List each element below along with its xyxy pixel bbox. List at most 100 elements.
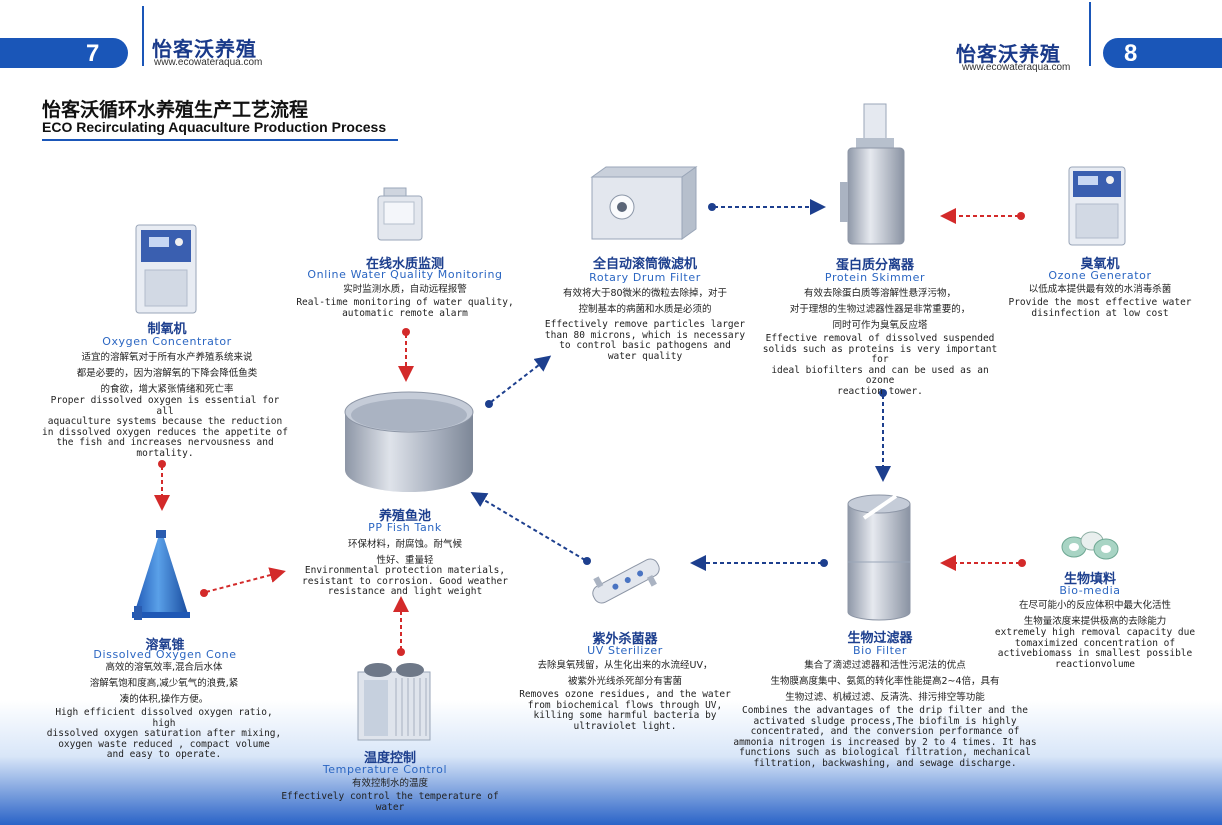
- desc-line: 性好、重量轻: [376, 555, 434, 566]
- brand-name-left: 怡客沃养殖: [152, 37, 257, 61]
- desc-line: resistance and light weight: [327, 586, 483, 597]
- desc-line: 对于理想的生物过滤器性器是非常重要的，: [789, 304, 971, 315]
- oxygen-cone-desc-en: High efficient dissolved oxygen ratio, h…: [44, 707, 284, 761]
- desc-line: 生物膜高度集中、氨氮的转化率性能提高2~4倍，具有: [770, 676, 1000, 687]
- desc-line: and easy to operate.: [106, 749, 222, 760]
- desc-line: Effectively remove particles larger: [544, 319, 746, 330]
- desc-line: Real-time monitoring of water quality,: [296, 297, 514, 308]
- desc-line: reactionvolume: [1054, 658, 1136, 670]
- desc-line: ammonia nitrogen is increased by 2 to 4 …: [733, 736, 1037, 748]
- desc-line: Removes ozone residues, and the water: [519, 689, 731, 700]
- oxygen-cone-icon: [132, 530, 190, 620]
- title-underline: [42, 139, 398, 141]
- desc-line: 在尽可能小的反应体积中最大化活性: [1018, 600, 1171, 611]
- monitor-device-icon: [377, 187, 423, 241]
- uv-desc-en: Removes ozone residues, and the water fr…: [510, 689, 740, 732]
- desc-line: 有效控制水的温度: [351, 778, 428, 789]
- desc-line: 控制基本的病菌和水质是必须的: [578, 304, 712, 315]
- desc-line: mortality.: [136, 447, 194, 459]
- desc-line: tomaximized concentration of: [1014, 637, 1176, 649]
- bio-filter-tank-icon: [847, 494, 911, 621]
- brand-url-left: www.ecowateraqua.com: [154, 57, 263, 68]
- fish-tank-ring-icon: [344, 391, 474, 492]
- oxygen-cone-name-cn: 溶氧锥: [145, 638, 185, 653]
- arrow-temp-to-tank: [393, 596, 409, 656]
- desc-line: 有效将大于80微米的微粒去除掉，对于: [562, 288, 728, 299]
- arrow-drum-to-skimmer: [708, 199, 826, 215]
- desc-line: disinfection at low cost: [1031, 307, 1169, 319]
- desc-line: 都是必要的，因为溶解氧的下降会降低鱼类: [76, 368, 258, 379]
- fish-tank-name-en: PP Fish Tank: [368, 521, 442, 534]
- skimmer-name-en: Protein Skimmer: [824, 271, 926, 284]
- desc-line: ideal biofilters and can be used as an o…: [771, 364, 989, 386]
- desc-line: ultraviolet light.: [573, 720, 677, 732]
- desc-line: 凑的体积,操作方便。: [119, 694, 209, 705]
- bio-filter-name-en: Bio Filter: [852, 644, 908, 657]
- desc-line: 环保材料，耐腐蚀。耐气候: [347, 539, 462, 550]
- desc-line: dissolved oxygen saturation after mixing…: [46, 728, 282, 739]
- oxygen-concentrator-desc-cn: 适宜的溶解氧对于所有水产养殖系统来说 都是必要的，因为溶解氧的下降会降低鱼类 的…: [42, 350, 292, 398]
- temp-control-name-cn: 温度控制: [363, 751, 416, 766]
- bio-media-pellets-icon: [1061, 531, 1119, 560]
- ozone-desc: 以低成本提供最有效的水消毒杀菌 Provide the most effecti…: [1000, 282, 1200, 319]
- desc-line: 集合了滴滤过滤器和活性污泥法的优点: [804, 660, 966, 671]
- desc-line: filtration, backwashing, and sewage disc…: [753, 757, 1017, 769]
- skimmer-desc-cn: 有效去除蛋白质等溶解性悬浮污物， 对于理想的生物过滤器性器是非常重要的， 同时可…: [770, 286, 990, 334]
- page-number-bar-right: [1103, 38, 1222, 68]
- bio-media-name-en: Bio-media: [1059, 584, 1121, 597]
- desc-line: 以低成本提供最有效的水消毒杀菌: [1028, 284, 1172, 295]
- desc-line: water quality: [607, 350, 683, 362]
- arrow-skimmer-to-biofilter: [875, 389, 891, 482]
- bio-filter-desc-en: Combines the advantages of the drip filt…: [730, 705, 1040, 769]
- desc-line: automatic remote alarm: [342, 307, 468, 319]
- desc-line: the fish and increases nervousness and: [56, 437, 274, 448]
- desc-line: 适宜的溶解氧对于所有水产养殖系统来说: [81, 352, 253, 363]
- page-number-bar-left: [0, 38, 128, 68]
- oxygen-cone-desc-cn: 高效的溶氧效率,混合后水体 溶解氧饱和度高,减少氧气的浪费,紧 凑的体积,操作方…: [44, 660, 284, 708]
- page-title-en: ECO Recirculating Aquaculture Production…: [42, 119, 387, 135]
- desc-line: in dissolved oxygen reduces the appetite…: [42, 426, 288, 438]
- skimmer-desc-en: Effective removal of dissolved suspended…: [760, 333, 1000, 397]
- bio-filter-desc-cn: 集合了滴滤过滤器和活性污泥法的优点 生物膜高度集中、氨氮的转化率性能提高2~4倍…: [740, 658, 1030, 706]
- protein-skimmer-tower-icon: [840, 103, 905, 245]
- desc-line: 实时监测水质，自动远程报警: [343, 284, 467, 295]
- temp-control-desc: 有效控制水的温度 Effectively control the tempera…: [265, 776, 515, 813]
- monitoring-name-cn: 在线水质监测: [365, 257, 444, 272]
- bio-filter-name-cn: 生物过滤器: [847, 631, 913, 646]
- uv-sterilizer-tube-icon: [592, 558, 660, 604]
- desc-line: Environmental protection materials,: [304, 565, 506, 576]
- arrow-monitor-to-tank: [398, 328, 414, 382]
- arrow-biomedia-to-biofilter: [940, 555, 1026, 571]
- drum-filter-machine-icon: [590, 166, 698, 240]
- header-divider-right: [1089, 2, 1091, 66]
- desc-line: 生物过滤、机械过滤、反清洗、排污排空等功能: [785, 692, 985, 703]
- uv-desc-cn: 去除臭氧残留，从生化出来的水流经UV， 被紫外光线杀死部分有害菌: [510, 658, 740, 690]
- monitoring-desc: 实时监测水质，自动远程报警 Real-time monitoring of wa…: [290, 282, 520, 319]
- oxygen-concentrator-desc-en: Proper dissolved oxygen is essential for…: [40, 395, 290, 459]
- bottom-wave-background: [0, 700, 1222, 825]
- desc-line: than 80 microns, which is necessary: [544, 329, 746, 341]
- desc-line: from biochemical flows through UV,: [527, 699, 723, 711]
- ozone-generator-machine-icon: [1068, 166, 1126, 246]
- desc-line: killing some harmful bacteria by: [533, 710, 717, 721]
- oxygen-concentrator-name-cn: 制氧机: [147, 322, 187, 337]
- desc-line: 溶解氧饱和度高,减少氧气的浪费,紧: [89, 678, 239, 689]
- fish-tank-name-cn: 养殖鱼池: [378, 509, 431, 524]
- desc-line: Proper dissolved oxygen is essential for…: [50, 395, 280, 417]
- desc-line: 的食欲，增大紧张情绪和死亡率: [100, 384, 234, 395]
- page-title-cn: 怡客沃循环水养殖生产工艺流程: [42, 99, 309, 121]
- desc-line: 生物量浓度来提供极高的去除能力: [1023, 616, 1167, 627]
- bio-media-desc-cn: 在尽可能小的反应体积中最大化活性 生物量浓度来提供极高的去除能力: [990, 598, 1200, 630]
- desc-line: solids such as proteins is very importan…: [762, 343, 998, 365]
- desc-line: concentrated, and the conversion perform…: [750, 726, 1020, 737]
- desc-line: aquaculture systems because the reductio…: [47, 416, 283, 427]
- skimmer-name-cn: 蛋白质分离器: [835, 258, 914, 273]
- page-number-right: 8: [1124, 40, 1138, 67]
- arrow-ozone-to-skimmer: [940, 208, 1025, 224]
- bio-media-desc-en: extremely high removal capacity due toma…: [990, 627, 1200, 670]
- oxygen-concentrator-machine-icon: [135, 224, 197, 314]
- arrow-uv-to-tank: [470, 491, 591, 565]
- brand-url-right: www.ecowateraqua.com: [962, 62, 1071, 73]
- desc-line: extremely high removal capacity due: [994, 627, 1196, 638]
